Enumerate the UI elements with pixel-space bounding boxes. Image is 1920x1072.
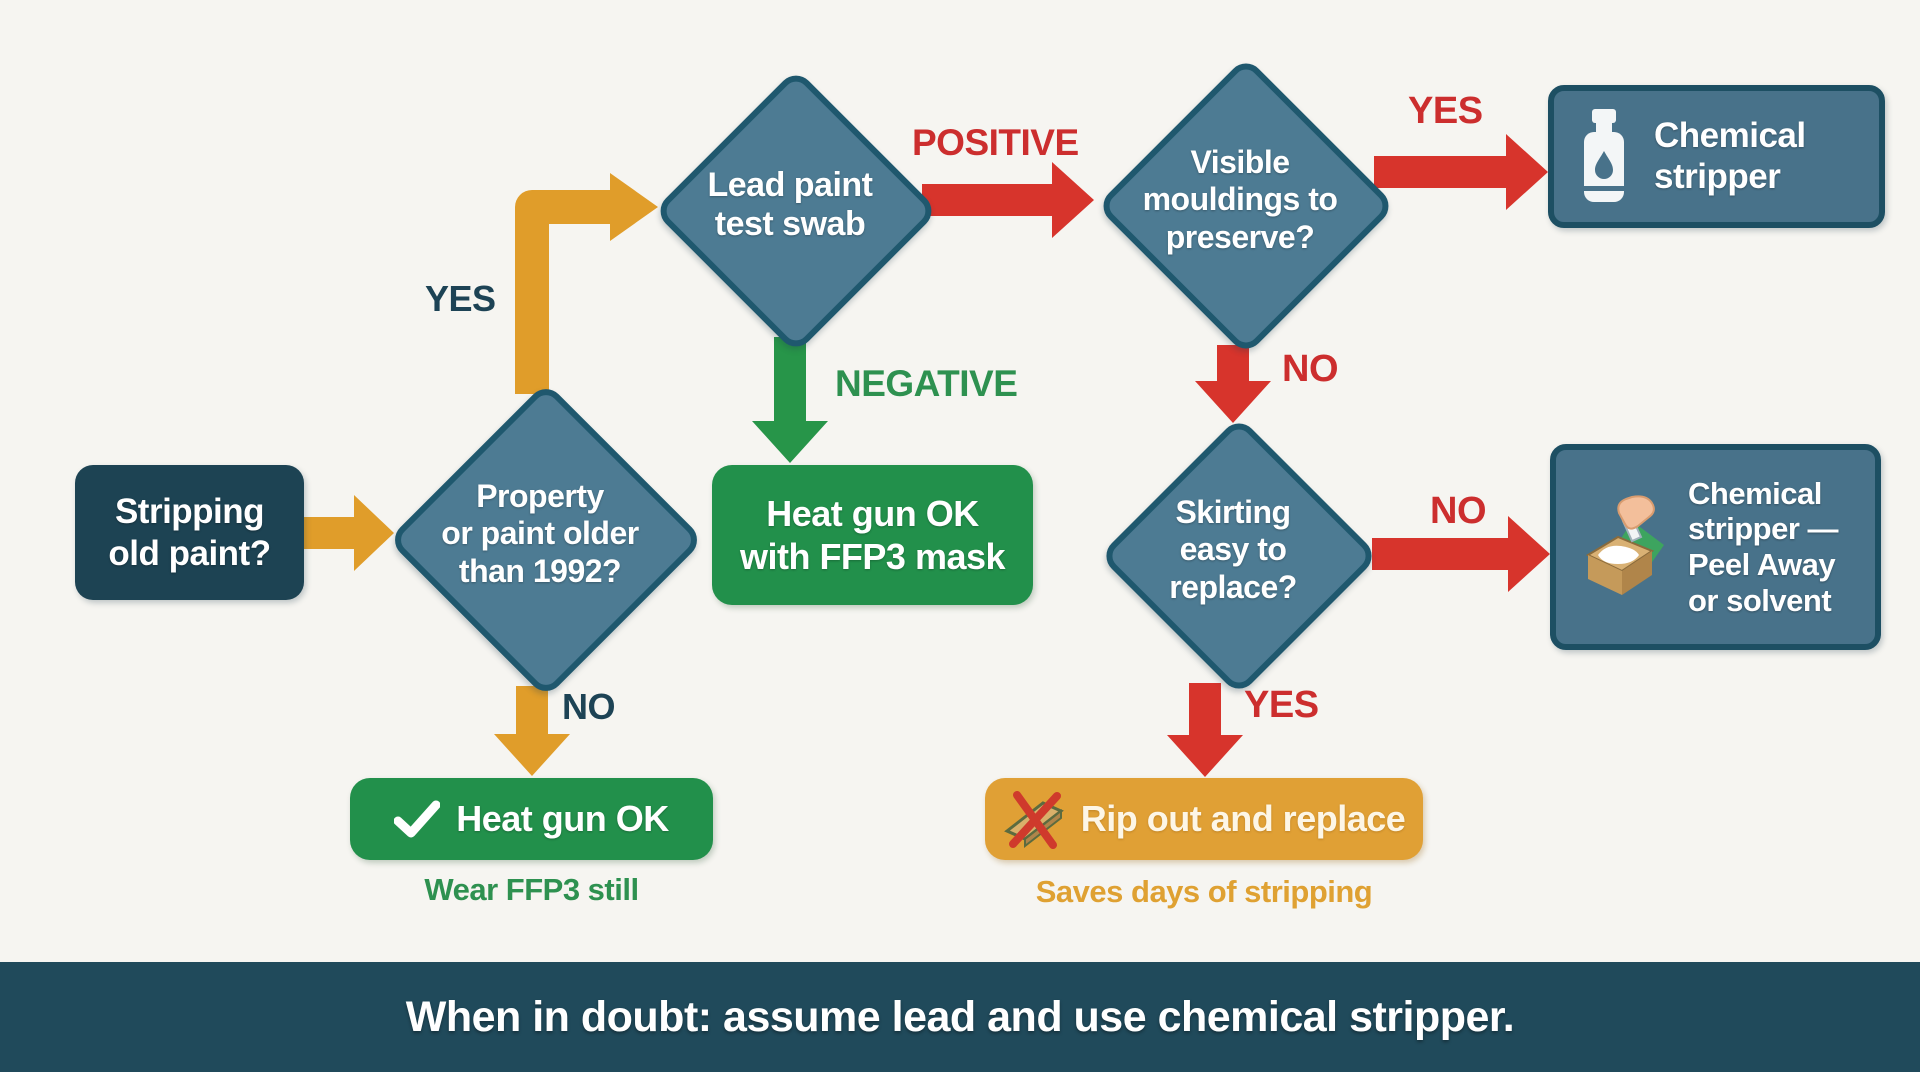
crossed-plank-icon: [1003, 791, 1064, 849]
chemical-bottle-icon: [1584, 108, 1624, 202]
diamond-line: mouldings to: [1142, 181, 1338, 218]
bottom-banner: When in doubt: assume lead and use chemi…: [0, 962, 1920, 1072]
label-no-mouldings: NO: [1282, 348, 1339, 390]
decision-visible-mouldings: Visible mouldings to preserve?: [1095, 55, 1396, 356]
box-line: Chemical: [1688, 475, 1822, 511]
yes-elbow-arrow: [515, 173, 658, 394]
caption-saves-days: Saves days of stripping: [1035, 874, 1373, 909]
diamond-line: easy to: [1179, 531, 1287, 568]
decision-property-older-1992: Property or paint older than 1992?: [387, 381, 705, 699]
label-no-skirting: NO: [1430, 490, 1487, 532]
box-label: Rip out and replace: [1080, 798, 1406, 839]
outcome-heat-gun-ok: Heat gun OK: [350, 778, 713, 860]
start-node-stripping-old-paint: Stripping old paint?: [75, 465, 304, 600]
diamond-line: Property: [476, 478, 604, 515]
decision-skirting-easy-replace: Skirting easy to replace?: [1098, 415, 1380, 697]
label-positive: POSITIVE: [912, 122, 1079, 163]
decision-lead-paint-test-swab: Lead paint test swab: [650, 65, 939, 354]
label-yes-mouldings: YES: [1408, 90, 1483, 132]
diamond-line: Visible: [1190, 144, 1290, 181]
box-line: stripper: [1654, 156, 1781, 196]
start-node-line: Stripping: [114, 491, 265, 531]
positive-arrow: [922, 162, 1094, 238]
diamond-line: preserve?: [1165, 218, 1315, 255]
banner-text: When in doubt: assume lead and use chemi…: [405, 992, 1515, 1041]
caption-wear-ffp3: Wear FFP3 still: [424, 872, 639, 907]
no-property-arrow: [494, 686, 570, 776]
box-label: Heat gun OK: [456, 798, 669, 839]
outcome-rip-out-replace: Rip out and replace: [985, 778, 1423, 860]
label-yes-property: YES: [425, 278, 496, 319]
diamond-line: than 1992?: [458, 552, 622, 589]
negative-arrow: [752, 337, 828, 463]
diamond-line: Lead paint: [707, 165, 873, 204]
box-line: Heat gun OK: [766, 492, 979, 534]
outcome-heat-gun-ffp3-mask: Heat gun OK with FFP3 mask: [712, 465, 1033, 605]
hand-scraper-icon: [1585, 495, 1664, 595]
label-negative: NEGATIVE: [835, 363, 1018, 404]
no-skirting-arrow: [1372, 516, 1550, 592]
outcome-chemical-stripper-peel-away: Chemical stripper — Peel Away or solvent: [1550, 444, 1881, 650]
start-node-line: old paint?: [108, 533, 271, 573]
box-line: stripper —: [1688, 511, 1839, 547]
box-line: or solvent: [1688, 582, 1832, 618]
box-line: Chemical: [1654, 116, 1806, 156]
checkmark-icon: [394, 800, 441, 838]
box-line: with FFP3 mask: [739, 536, 1006, 577]
diamond-line: Skirting: [1175, 494, 1291, 531]
diamond-line: or paint older: [441, 515, 639, 552]
outcome-chemical-stripper: Chemical stripper: [1548, 85, 1885, 228]
diamond-line: test swab: [714, 205, 866, 243]
no-mouldings-arrow: [1195, 345, 1271, 423]
diamond-line: replace?: [1169, 568, 1297, 605]
yes-mouldings-arrow: [1374, 134, 1548, 210]
yes-skirting-arrow: [1167, 683, 1243, 777]
box-line: Peel Away: [1688, 547, 1836, 582]
label-yes-skirting: YES: [1244, 684, 1319, 726]
start-to-property-arrow: [302, 495, 394, 571]
label-no-property: NO: [562, 686, 616, 727]
